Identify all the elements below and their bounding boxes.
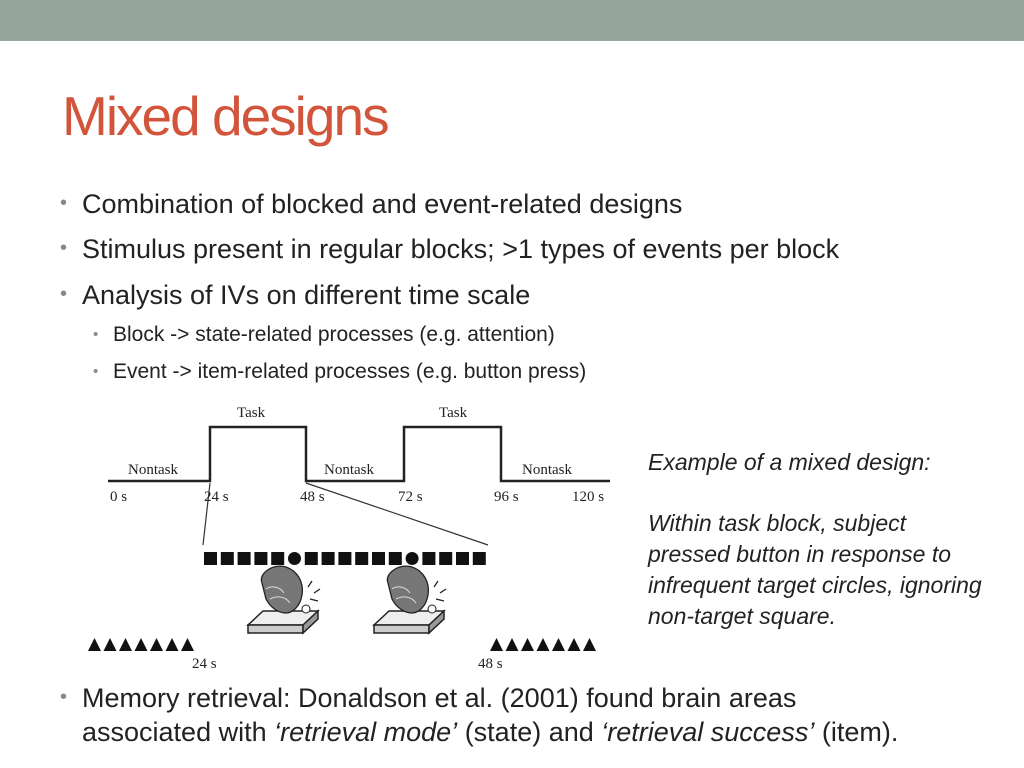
bullet-dot-icon: • xyxy=(93,326,99,343)
retrieval-success-term: ‘retrieval success’ xyxy=(601,717,815,747)
bullet-text: Stimulus present in regular blocks; >1 t… xyxy=(82,234,840,264)
bullet-dot-icon: • xyxy=(93,363,99,380)
nontask-label-1: Nontask xyxy=(128,462,178,478)
sub-bullet-text: Event -> item-related processes (e.g. bu… xyxy=(113,360,587,383)
nontarget-square-icon xyxy=(204,552,217,565)
time-label-48: 48 s xyxy=(300,489,325,505)
sub-bullet-2: • Event -> item-related processes (e.g. … xyxy=(93,358,587,386)
bullet-text-fragment: (item). xyxy=(814,717,899,747)
triangle-icon xyxy=(88,638,101,651)
triangle-icon xyxy=(505,638,519,651)
caption-heading: Example of a mixed design: xyxy=(648,449,931,475)
slide-title: Mixed designs xyxy=(62,85,390,147)
bullet-text-line-2: associated with ‘retrieval mode’ (state)… xyxy=(82,715,982,749)
zoom-line-right xyxy=(305,482,489,546)
bullet-text-fragment: (state) and xyxy=(457,717,602,747)
caption-body: Within task block, subject pressed butto… xyxy=(648,510,982,629)
mixed-design-figure: Task Task Nontask Nontask Nontask 0 s 24… xyxy=(88,405,610,672)
triangle-icon xyxy=(150,638,163,651)
triangle-icon xyxy=(103,638,117,651)
retrieval-mode-term: ‘retrieval mode’ xyxy=(274,717,458,747)
time-label-120: 120 s xyxy=(572,489,604,505)
triangle-icon xyxy=(552,638,565,651)
time-label-96: 96 s xyxy=(494,489,519,505)
nontask-label-3: Nontask xyxy=(522,462,572,478)
bullet-4: • Memory retrieval: Donaldson et al. (20… xyxy=(60,681,982,749)
task-label-2: Task xyxy=(439,405,468,421)
bullet-text-fragment: associated with xyxy=(82,717,275,747)
triangle-icon xyxy=(567,638,581,651)
bullet-1: • Combination of blocked and event-relat… xyxy=(60,187,683,221)
nontarget-square-icon xyxy=(422,552,436,565)
triangle-icon xyxy=(181,638,194,651)
nontarget-square-icon xyxy=(439,552,453,565)
stimulus-sequence xyxy=(204,552,486,565)
triangle-icon xyxy=(134,638,148,651)
bullet-3: • Analysis of IVs on different time scal… xyxy=(60,278,531,312)
nontarget-square-icon xyxy=(271,552,285,565)
nontarget-square-icon xyxy=(456,552,469,565)
triangle-icon xyxy=(521,638,534,651)
task-label-1: Task xyxy=(237,405,266,421)
bullet-text-line-1: Memory retrieval: Donaldson et al. (2001… xyxy=(82,683,797,713)
block-timeline-line xyxy=(108,425,610,483)
zoom-line-left xyxy=(202,482,211,546)
time-label-24: 24 s xyxy=(204,489,229,505)
triangle-icon xyxy=(490,638,503,651)
nontask-label-2: Nontask xyxy=(324,462,374,478)
target-circle-icon xyxy=(288,552,301,565)
nontask-triangles-left xyxy=(88,638,194,651)
bullet-2: • Stimulus present in regular blocks; >1… xyxy=(60,232,840,266)
bullet-dot-icon: • xyxy=(60,237,68,259)
top-accent-bar xyxy=(0,0,1024,41)
triangle-icon xyxy=(583,638,596,651)
time-label-0: 0 s xyxy=(110,489,127,505)
bullet-text: Combination of blocked and event-related… xyxy=(82,189,683,219)
nontarget-square-icon xyxy=(237,552,251,565)
time-label-72: 72 s xyxy=(398,489,423,505)
triangle-icon xyxy=(165,638,179,651)
nontarget-square-icon xyxy=(321,552,335,565)
target-circle-icon xyxy=(405,552,419,565)
nontarget-square-icon xyxy=(254,552,268,565)
bullet-dot-icon: • xyxy=(60,283,68,305)
zoom-time-label-24: 24 s xyxy=(192,656,217,672)
nontarget-square-icon xyxy=(338,552,352,565)
nontarget-square-icon xyxy=(220,552,234,565)
nontarget-square-icon xyxy=(472,552,486,565)
zoom-time-label-48: 48 s xyxy=(478,656,503,672)
nontask-triangles-right xyxy=(490,638,596,651)
bullet-dot-icon: • xyxy=(60,686,68,708)
sub-bullet-1: • Block -> state-related processes (e.g.… xyxy=(93,321,555,349)
triangle-icon xyxy=(536,638,550,651)
figure-caption: Example of a mixed design: Within task b… xyxy=(648,447,988,632)
nontarget-square-icon xyxy=(372,552,385,565)
nontarget-square-icon xyxy=(304,552,318,565)
hand-press-icon xyxy=(372,565,447,635)
bullet-text: Analysis of IVs on different time scale xyxy=(82,280,531,310)
triangle-icon xyxy=(119,638,132,651)
bullet-dot-icon: • xyxy=(60,192,68,214)
sub-bullet-text: Block -> state-related processes (e.g. a… xyxy=(113,323,555,346)
nontarget-square-icon xyxy=(388,552,402,565)
nontarget-square-icon xyxy=(355,552,369,565)
hand-press-icon xyxy=(246,565,321,635)
